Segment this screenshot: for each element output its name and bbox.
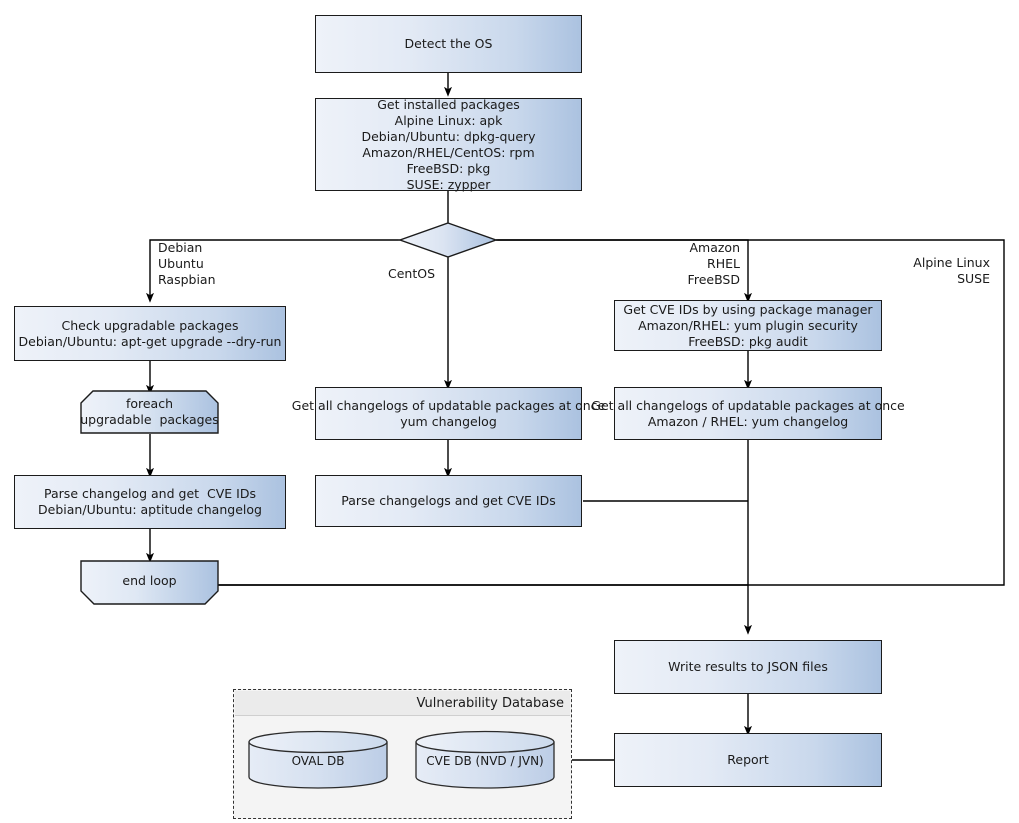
db-cylinder-oval[interactable] <box>248 730 388 789</box>
node-detect-os-label: Detect the OS <box>404 36 493 51</box>
node-parse-changelog-debian-label: Parse changelog and get CVE IDs Debian/U… <box>38 486 262 517</box>
node-changelogs-centos-label: Get all changelogs of updatable packages… <box>291 397 606 429</box>
vulnerability-database-title: Vulnerability Database <box>235 691 570 716</box>
node-changelogs-amazon-label: Get all changelogs of updatable packages… <box>591 397 905 429</box>
node-get-cve-package-manager-label: Get CVE IDs by using package manager Ama… <box>623 301 873 349</box>
node-report-label: Report <box>727 752 769 767</box>
node-end-loop[interactable] <box>80 560 219 605</box>
branch-label-centos: CentOS <box>388 266 436 281</box>
node-foreach-loop[interactable] <box>80 390 219 434</box>
node-end-loop-label: end loop <box>122 572 177 588</box>
node-report[interactable]: Report <box>614 733 882 787</box>
branch-label-alpine: Alpine Linux SUSE <box>913 255 990 286</box>
node-get-installed-packages[interactable]: Get installed packages Alpine Linux: apk… <box>315 96 582 192</box>
node-get-installed-packages-label: Get installed packages Alpine Linux: apk… <box>361 96 536 192</box>
node-get-cve-package-manager[interactable]: Get CVE IDs by using package manager Ama… <box>614 300 882 351</box>
node-parse-changelog-debian[interactable]: Parse changelog and get CVE IDs Debian/U… <box>14 475 286 529</box>
node-write-results-json[interactable]: Write results to JSON files <box>614 640 882 694</box>
branch-label-amazon: Amazon RHEL FreeBSD <box>687 240 740 287</box>
node-detect-os[interactable]: Detect the OS <box>315 15 582 73</box>
branch-label-debian: Debian Ubuntu Raspbian <box>158 240 216 287</box>
node-check-upgradable-label: Check upgradable packages Debian/Ubuntu:… <box>18 317 282 349</box>
node-check-upgradable[interactable]: Check upgradable packages Debian/Ubuntu:… <box>14 306 286 361</box>
node-parse-changelogs-centos[interactable]: Parse changelogs and get CVE IDs <box>315 475 582 527</box>
db-cylinder-oval-label: OVAL DB <box>291 754 345 768</box>
node-changelogs-amazon[interactable]: Get all changelogs of updatable packages… <box>591 387 905 440</box>
db-cylinder-cve[interactable] <box>415 730 555 789</box>
node-changelogs-centos[interactable]: Get all changelogs of updatable packages… <box>292 387 605 440</box>
node-write-results-json-label: Write results to JSON files <box>668 659 828 674</box>
node-foreach-loop-label: foreach upgradable packages <box>80 396 219 427</box>
db-cylinder-cve-label: CVE DB (NVD / JVN) <box>426 754 544 768</box>
node-parse-changelogs-centos-label: Parse changelogs and get CVE IDs <box>341 493 556 508</box>
node-decision-diamond[interactable] <box>397 222 499 258</box>
